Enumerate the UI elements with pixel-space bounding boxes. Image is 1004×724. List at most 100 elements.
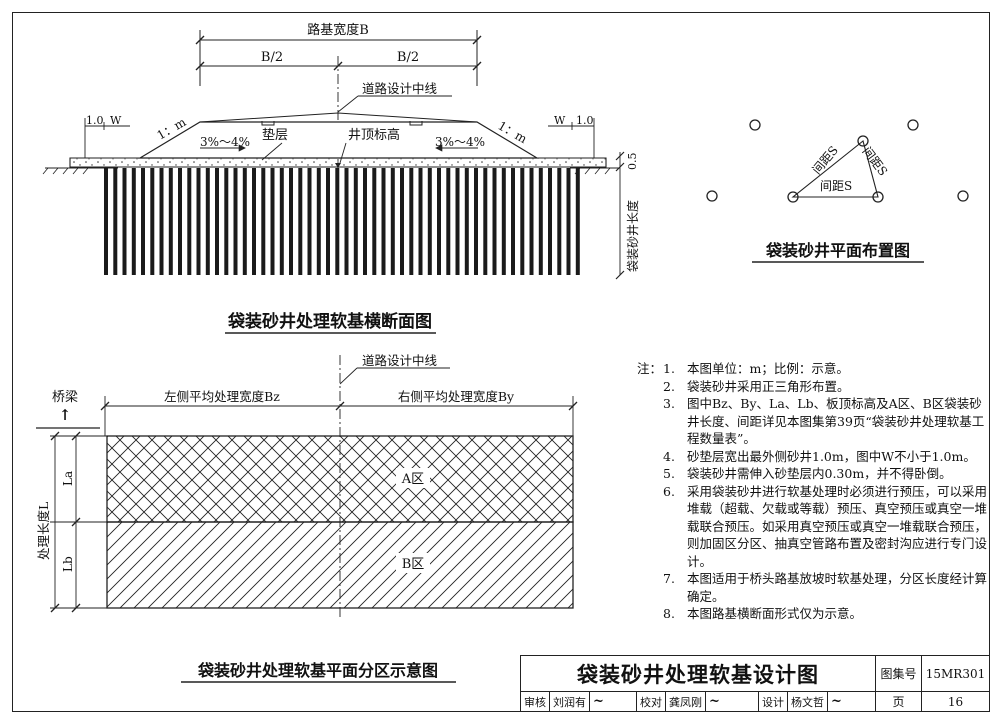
bridge-arrow-icon: ↑ [59, 406, 72, 424]
note-text: 本图适用于桥头路基放坡时软基处理，分区长度经计算确定。 [687, 571, 988, 604]
dim-half-left-label: B/2 [261, 50, 283, 65]
note-item: 4.砂垫层宽出最外侧砂井1.0m，图中W不小于1.0m。 [663, 448, 987, 466]
sand-well [437, 168, 441, 275]
layout-plan: 间距S 间距S 间距S 袋装砂井平面布置图 [706, 119, 969, 263]
zone-a-area [106, 435, 574, 523]
sand-well [122, 168, 127, 275]
sand-well [492, 168, 497, 275]
sand-well [511, 168, 515, 275]
notes-lead: 注： [637, 361, 663, 376]
note-number: 3. [663, 396, 675, 411]
sand-well [233, 168, 238, 275]
designer-name: 杨文哲 [788, 692, 828, 711]
sand-well [548, 168, 552, 275]
notes-list: 1. 本图单位：m；比例：示意。 2.袋装砂井采用正三角形布置。3. 图中Bz、By、… [637, 360, 987, 623]
sand-well [529, 168, 534, 275]
notes: 注： 1. 本图单位：m；比例：示意。 2.袋装砂井采用正三角形布置。3. 图中Bz、… [637, 360, 987, 623]
length-label: 处理长度L [36, 502, 51, 560]
reviewer-name: 刘润有 [550, 692, 590, 711]
sand-well [400, 168, 404, 275]
sand-well [307, 168, 312, 275]
note-item: 6.采用袋装砂井进行软基处理时必须进行预压，可以采用堆载（超载、欠载或等载）预压… [663, 483, 987, 571]
note-text: 袋装砂井需伸入砂垫层内0.30m，并不得卧倒。 [687, 466, 952, 481]
note-number: 5. [663, 466, 675, 481]
note-text: 图中Bz、By、La、Lb、板顶标高及A区、B区袋装砂井长度、间距详见本图集第3… [687, 396, 985, 446]
sand-well [381, 168, 386, 275]
well-length-dim: 袋装砂井长度 [625, 200, 640, 272]
zoning-plan: 道路设计中线 左侧平均处理宽度Bz 右侧平均处理宽度By 桥梁 ↑ A区 B区 … [36, 353, 578, 683]
sand-well [215, 168, 219, 275]
sand-wells [104, 168, 580, 275]
left-w-dim: W [110, 114, 122, 127]
right-width-label: 右侧平均处理宽度By [398, 389, 515, 404]
sand-well [446, 168, 451, 275]
note-item: 5. 袋装砂井需伸入砂垫层内0.30m，并不得卧倒。 [663, 465, 987, 483]
spacing-right-label: 间距S [860, 144, 891, 178]
note-number: 7. [663, 571, 675, 586]
dim-total-label: 路基宽度B [307, 22, 369, 38]
note-item: 1. 本图单位：m；比例：示意。 [663, 360, 987, 378]
sand-well [538, 168, 543, 275]
sand-well [390, 168, 395, 275]
sand-well [363, 168, 367, 275]
sand-well [474, 168, 478, 275]
sand-well [372, 168, 377, 275]
note-item: 2.袋装砂井采用正三角形布置。 [663, 378, 987, 396]
sand-well-circle [749, 119, 761, 131]
la-label: La [61, 471, 75, 486]
checker-signature: ~ [706, 692, 759, 711]
title-block: 袋装砂井处理软基设计图 图集号 15MR301 页 16 审核 刘润有 ~ 校对… [520, 655, 990, 712]
note-text: 本图路基横断面形式仅为示意。 [687, 606, 863, 621]
sand-well [252, 168, 256, 275]
layout-plan-title: 袋装砂井平面布置图 [765, 241, 910, 260]
note-number: 4. [663, 448, 675, 464]
sand-well [242, 168, 247, 275]
note-text: 采用袋装砂井进行软基处理时必须进行预压，可以采用堆载（超载、欠载或等载）预压、真… [687, 483, 988, 569]
review-label: 审核 [521, 692, 550, 711]
sand-well [427, 168, 432, 275]
page-label: 页 [876, 691, 922, 712]
note-text: 袋装砂井采用正三角形布置。 [687, 378, 850, 394]
right-edge-dim: 1.0 [576, 114, 594, 127]
sand-well [557, 168, 562, 275]
spacing-left-label: 间距S [810, 143, 841, 177]
sand-well [566, 168, 571, 275]
sand-well [326, 168, 330, 275]
sand-well [316, 168, 321, 275]
drawing-frame [12, 12, 990, 712]
sand-well [141, 168, 145, 275]
note-text: 本图单位：m；比例：示意。 [687, 361, 849, 376]
cushion-label: 垫层 [262, 127, 288, 143]
note-item: 3. 图中Bz、By、La、Lb、板顶标高及A区、B区袋装砂井长度、间距详见本图集… [663, 395, 987, 448]
note-number: 1. [663, 361, 675, 376]
sand-well [344, 168, 349, 275]
sand-well [178, 168, 182, 275]
grade-left-label: 3%～4% [200, 135, 250, 149]
zone-a-label: A区 [401, 472, 424, 487]
dim-half-right-label: B/2 [397, 50, 419, 65]
sand-well [279, 168, 284, 275]
sand-well [187, 168, 192, 275]
spacing-bottom-label: 间距S [820, 179, 852, 193]
note-item: 8.本图路基横断面形式仅为示意。 [663, 605, 987, 623]
sand-well [261, 168, 266, 275]
sand-well [150, 168, 155, 275]
check-label: 校对 [637, 692, 666, 711]
sand-well-circle [957, 190, 969, 202]
left-edge-dim: 1.0 [86, 114, 104, 127]
page-number: 16 [922, 691, 990, 712]
note-item: 7. 本图适用于桥头路基放坡时软基处理，分区长度经计算确定。 [663, 570, 987, 605]
left-width-label: 左侧平均处理宽度Bz [164, 389, 280, 404]
zone-b-label: B区 [402, 557, 425, 572]
sand-well [455, 168, 460, 275]
sand-well [520, 168, 525, 275]
drawing-title: 袋装砂井处理软基设计图 [520, 655, 876, 691]
sand-well [159, 168, 164, 275]
checker-name: 龚凤刚 [666, 692, 706, 711]
approval-row: 审核 刘润有 ~ 校对 龚凤刚 ~ 设计 杨文哲 ~ [520, 691, 876, 712]
design-label: 设计 [759, 692, 788, 711]
sand-well [298, 168, 303, 275]
sand-well [113, 168, 118, 275]
bridge-label: 桥梁 [52, 390, 78, 405]
